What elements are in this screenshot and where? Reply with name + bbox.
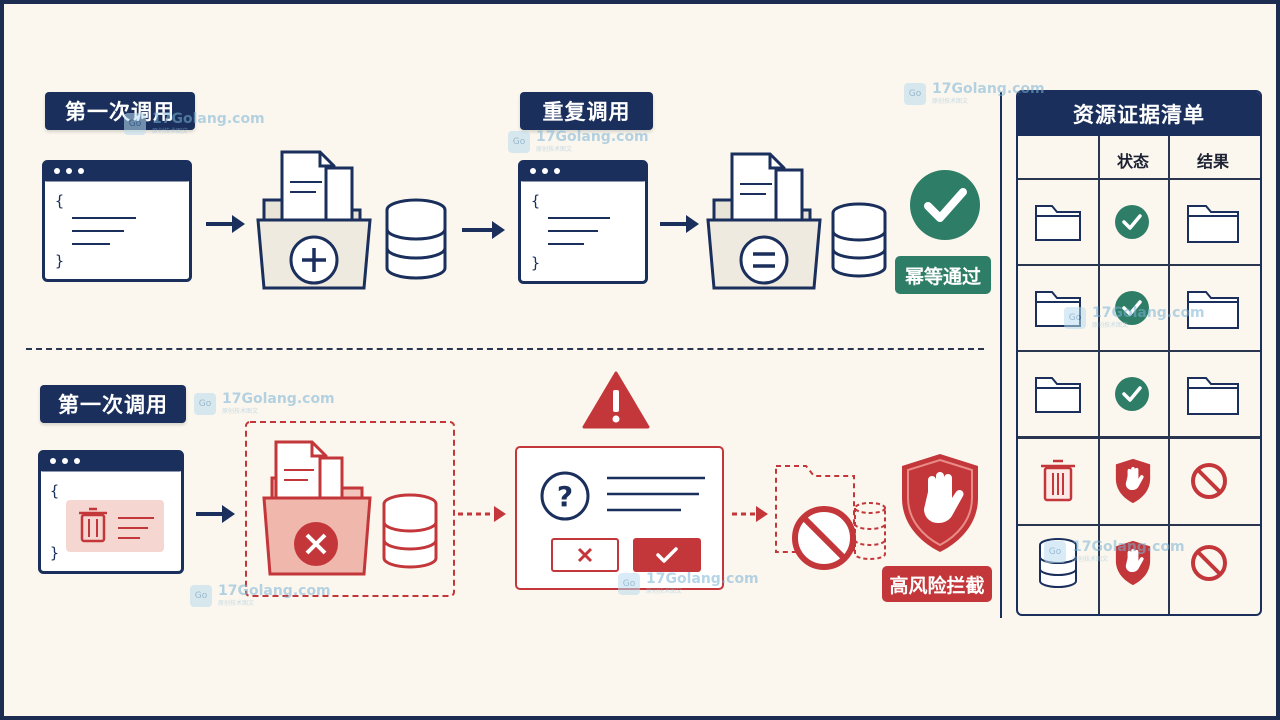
section-divider bbox=[26, 348, 984, 350]
database-icon bbox=[831, 202, 887, 278]
folder-equals-icon bbox=[706, 152, 822, 290]
blocked-resource-icon bbox=[775, 465, 886, 570]
shield-hand-icon bbox=[902, 454, 978, 552]
dialog-text-lines bbox=[607, 476, 705, 512]
row-divider bbox=[1018, 524, 1260, 526]
prohibited-icon bbox=[792, 506, 856, 570]
folder-plus-icon bbox=[256, 150, 372, 290]
code-window-icon: { } bbox=[42, 160, 192, 282]
watermark-text: 17Golang.com bbox=[536, 129, 649, 145]
folder-x-icon bbox=[262, 440, 372, 576]
check-icon bbox=[1115, 205, 1149, 239]
code-window-icon: { } bbox=[38, 450, 184, 574]
watermark-sub: 原创技术图文 bbox=[536, 146, 573, 153]
svg-text:{: { bbox=[50, 482, 59, 500]
trash-icon bbox=[1041, 459, 1075, 502]
confirm-button[interactable] bbox=[633, 538, 701, 572]
table-row bbox=[1018, 436, 1260, 524]
watermark-logo-icon: Go bbox=[190, 584, 212, 607]
watermark-logo-icon: Go bbox=[508, 130, 530, 153]
arrow-dashed-right-icon bbox=[458, 506, 506, 522]
panel-title: 资源证据清单 bbox=[1018, 92, 1260, 136]
arrow-right-icon bbox=[196, 505, 235, 523]
col-divider bbox=[1168, 136, 1170, 614]
database-icon bbox=[385, 198, 447, 280]
table-row bbox=[1018, 178, 1260, 264]
prohibited-icon bbox=[1191, 463, 1227, 499]
cancel-button[interactable] bbox=[551, 538, 619, 572]
table-row bbox=[1018, 264, 1260, 350]
folder-icon bbox=[1187, 377, 1239, 415]
arrow-dashed-right-icon bbox=[732, 506, 768, 522]
label-first-call-top: 第一次调用 bbox=[45, 92, 195, 130]
arrow-right-icon bbox=[462, 221, 505, 239]
check-icon bbox=[1115, 291, 1149, 325]
arrow-right-icon bbox=[206, 215, 245, 233]
col-divider bbox=[1098, 136, 1100, 614]
confirm-dialog: ? bbox=[515, 446, 724, 590]
prohibited-icon bbox=[1191, 545, 1227, 581]
table-row bbox=[1018, 524, 1260, 614]
watermark-logo-icon: Go bbox=[904, 82, 926, 105]
close-icon bbox=[577, 547, 593, 563]
watermark-sub: 原创技术图文 bbox=[222, 408, 259, 415]
badge-high-risk-block: 高风险拦截 bbox=[882, 566, 992, 602]
danger-operation-box bbox=[245, 421, 455, 597]
svg-text:?: ? bbox=[557, 480, 573, 513]
check-icon bbox=[656, 547, 678, 563]
shield-hand-icon bbox=[1115, 540, 1151, 586]
check-icon bbox=[1115, 377, 1149, 411]
folder-icon bbox=[1187, 291, 1239, 329]
warning-icon bbox=[582, 371, 650, 429]
svg-text:}: } bbox=[50, 544, 59, 562]
shield-hand-icon bbox=[1115, 458, 1151, 504]
watermark-text: 17Golang.com bbox=[222, 391, 335, 407]
folder-icon bbox=[1035, 205, 1081, 241]
question-icon: ? bbox=[540, 471, 590, 521]
svg-text:}: } bbox=[55, 252, 64, 270]
badge-idempotent-pass: 幂等通过 bbox=[895, 256, 991, 294]
row-divider bbox=[1018, 178, 1260, 180]
database-icon bbox=[382, 493, 438, 569]
watermark-logo-icon: Go bbox=[194, 392, 216, 415]
code-window-icon: { } bbox=[518, 160, 648, 284]
arrow-right-icon bbox=[660, 215, 699, 233]
row-divider bbox=[1018, 350, 1260, 352]
panel-separator bbox=[1000, 92, 1002, 618]
svg-text:{: { bbox=[55, 192, 64, 210]
row-divider bbox=[1018, 264, 1260, 266]
evidence-checklist: 资源证据清单 状态 结果 bbox=[1016, 90, 1262, 616]
folder-icon bbox=[1187, 205, 1239, 243]
svg-text:{: { bbox=[531, 192, 540, 210]
label-first-call-bottom: 第一次调用 bbox=[40, 385, 186, 423]
header-status: 状态 bbox=[1116, 152, 1149, 171]
check-circle-icon bbox=[910, 170, 980, 240]
database-icon bbox=[1039, 538, 1077, 588]
folder-icon bbox=[1035, 377, 1081, 413]
header-result: 结果 bbox=[1196, 152, 1229, 171]
svg-text:}: } bbox=[531, 254, 540, 272]
row-divider bbox=[1018, 436, 1260, 439]
folder-icon bbox=[1035, 291, 1081, 327]
label-repeat-call: 重复调用 bbox=[520, 92, 653, 130]
watermark-sub: 原创技术图文 bbox=[218, 600, 255, 607]
table-row bbox=[1018, 350, 1260, 436]
